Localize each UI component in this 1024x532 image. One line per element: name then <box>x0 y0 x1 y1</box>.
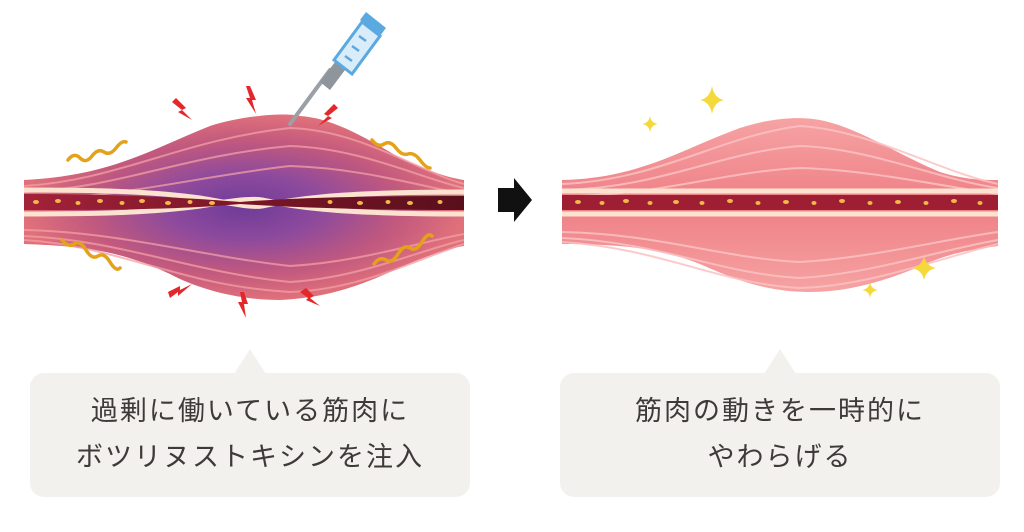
lightning-bolt-icon <box>168 284 192 298</box>
sparkle-icon <box>642 116 658 132</box>
lightning-bolt-icon <box>238 292 248 318</box>
before-caption-line-1: 過剰に働いている筋肉に <box>90 396 410 427</box>
sparkle-icons <box>642 86 936 298</box>
tense-muscle-fibers <box>23 126 465 294</box>
squiggle-line-icon <box>372 233 434 266</box>
tense-nerve <box>24 194 464 210</box>
lightning-bolt-icons <box>168 86 338 318</box>
sparkle-icon <box>700 86 724 114</box>
tense-tendon-line-bottom <box>23 196 465 217</box>
caption-pointer <box>234 349 266 374</box>
right-arrow-icon <box>498 178 532 222</box>
squiggle-line-icons <box>60 138 434 271</box>
relaxed-nerve-dots <box>575 199 983 205</box>
relaxed-nerve <box>562 195 998 210</box>
sparkle-icon <box>862 282 878 298</box>
tense-nerve-dots <box>33 199 443 205</box>
relaxed-muscle <box>561 118 999 292</box>
lightning-bolt-icon <box>318 104 338 126</box>
after-caption-line-2: やわらげる <box>707 442 853 473</box>
tense-muscle <box>23 114 465 300</box>
tense-tendon-line-top <box>23 187 465 209</box>
squiggle-line-icon <box>60 238 122 271</box>
after-caption-bubble: 筋肉の動きを一時的に やわらげる <box>560 349 1000 497</box>
squiggle-line-icon <box>370 138 432 170</box>
before-caption-line-2: ボツリヌストキシンを注入 <box>76 442 424 473</box>
before-caption-bubble: 過剰に働いている筋肉に ボツリヌストキシンを注入 <box>30 349 470 497</box>
lightning-bolt-icon <box>300 288 320 306</box>
lightning-bolt-icon <box>172 98 192 120</box>
caption-pointer <box>764 349 796 374</box>
lightning-bolt-icon <box>246 86 256 114</box>
sparkle-icon <box>912 256 936 280</box>
syringe-icon <box>288 12 386 126</box>
squiggle-line-icon <box>66 139 128 163</box>
after-caption-line-1: 筋肉の動きを一時的に <box>635 396 925 427</box>
